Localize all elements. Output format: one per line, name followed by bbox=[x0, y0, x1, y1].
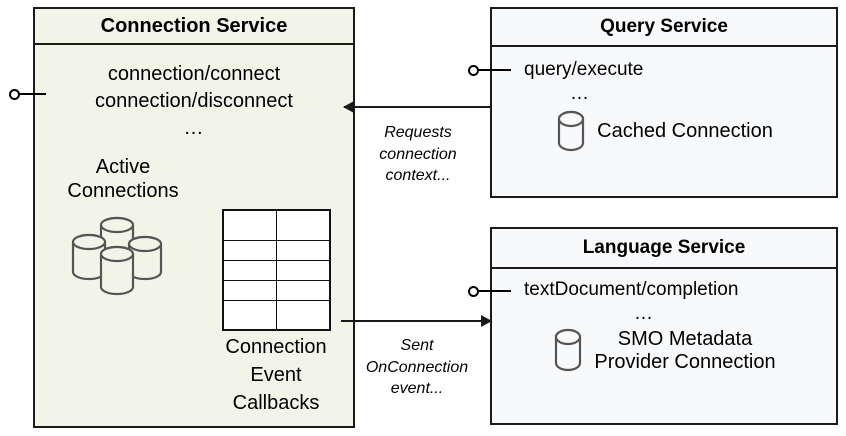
operation-query-execute: query/execute bbox=[524, 59, 644, 80]
table-cell bbox=[275, 239, 330, 261]
smo-metadata-label: SMO Metadata Provider Connection bbox=[594, 328, 775, 374]
smo-metadata-group: SMO Metadata Provider Connection bbox=[492, 327, 836, 375]
connector-query-to-connection bbox=[343, 101, 492, 113]
connector-line bbox=[344, 106, 492, 108]
connection-service-operations: connection/connect connection/disconnect… bbox=[35, 61, 353, 142]
table-cell bbox=[222, 279, 277, 301]
connection-event-callbacks-group: Connection Event Callbacks bbox=[203, 209, 349, 415]
table-row bbox=[222, 299, 330, 331]
component-query-service[interactable]: Query Service query/execute … Cached Con… bbox=[490, 7, 838, 198]
table-cell bbox=[275, 259, 330, 281]
callbacks-table bbox=[221, 209, 331, 331]
table-cell bbox=[275, 279, 330, 301]
connector-label-line3: context... bbox=[385, 167, 451, 185]
language-service-title: Language Service bbox=[492, 229, 836, 269]
query-operations-ellipsis: … bbox=[570, 83, 590, 104]
operation-connection-disconnect: connection/disconnect bbox=[95, 90, 293, 112]
arrow-head-right-icon bbox=[481, 315, 492, 327]
cached-connection-label: Cached Connection bbox=[597, 119, 773, 142]
interface-ball-icon bbox=[468, 65, 479, 76]
connector-label-line3: event... bbox=[390, 380, 444, 398]
connection-service-title: Connection Service bbox=[35, 9, 353, 45]
active-connections-label-line1: Active bbox=[95, 156, 151, 178]
active-connections-label-line2: Connections bbox=[67, 180, 179, 202]
language-service-body: textDocument/completion … SMO Metadata P… bbox=[492, 269, 836, 423]
connector-label-line2: OnConnection bbox=[365, 358, 469, 376]
table-row bbox=[222, 209, 330, 241]
smo-metadata-label-line2: Provider Connection bbox=[594, 351, 776, 373]
table-row bbox=[222, 259, 330, 281]
table-cell bbox=[222, 239, 277, 261]
interface-stem bbox=[479, 69, 511, 71]
interface-stem bbox=[20, 93, 46, 95]
table-cell bbox=[222, 209, 277, 241]
connection-service-body: connection/connect connection/disconnect… bbox=[35, 45, 353, 426]
query-service-title: Query Service bbox=[492, 9, 836, 47]
table-cell bbox=[275, 209, 330, 241]
table-cell bbox=[275, 299, 330, 331]
table-row bbox=[222, 239, 330, 261]
active-connections-group: Active Connections bbox=[43, 155, 203, 297]
table-cell bbox=[222, 299, 277, 331]
database-cylinder-icon bbox=[555, 109, 587, 153]
callbacks-label-line2: Event bbox=[250, 364, 302, 386]
connector-label-line2: connection bbox=[379, 145, 457, 163]
callbacks-table-body bbox=[222, 209, 330, 331]
interface-stem bbox=[479, 290, 511, 292]
database-cylinder-icon bbox=[552, 327, 584, 375]
connector-label-requests-connection-context: Requests connection context... bbox=[353, 122, 483, 187]
arrow-head-left-icon bbox=[343, 101, 354, 113]
callbacks-label-line1: Connection bbox=[225, 336, 327, 358]
operation-textdocument-completion: textDocument/completion bbox=[524, 279, 739, 300]
table-row bbox=[222, 279, 330, 301]
operations-ellipsis: … bbox=[183, 117, 205, 139]
component-language-service[interactable]: Language Service textDocument/completion… bbox=[490, 227, 838, 425]
smo-metadata-label-line1: SMO Metadata bbox=[617, 328, 753, 350]
connector-label-sent-onconnection-event: Sent OnConnection event... bbox=[352, 335, 482, 400]
cached-connection-group: Cached Connection bbox=[492, 109, 836, 153]
connector-line bbox=[341, 320, 491, 322]
connector-connection-to-language bbox=[341, 315, 492, 327]
interface-ball-icon bbox=[9, 89, 20, 100]
operation-connection-connect: connection/connect bbox=[107, 63, 281, 85]
database-cluster-icon bbox=[63, 211, 183, 297]
component-connection-service[interactable]: Connection Service connection/connect co… bbox=[33, 7, 355, 428]
language-operations-ellipsis: … bbox=[634, 303, 654, 324]
connector-label-line1: Requests bbox=[384, 124, 452, 141]
table-cell bbox=[222, 259, 277, 281]
query-service-body: query/execute … Cached Connection bbox=[492, 47, 836, 196]
connector-label-line1: Sent bbox=[400, 337, 434, 354]
callbacks-label-line3: Callbacks bbox=[232, 392, 320, 414]
interface-ball-icon bbox=[468, 286, 479, 297]
